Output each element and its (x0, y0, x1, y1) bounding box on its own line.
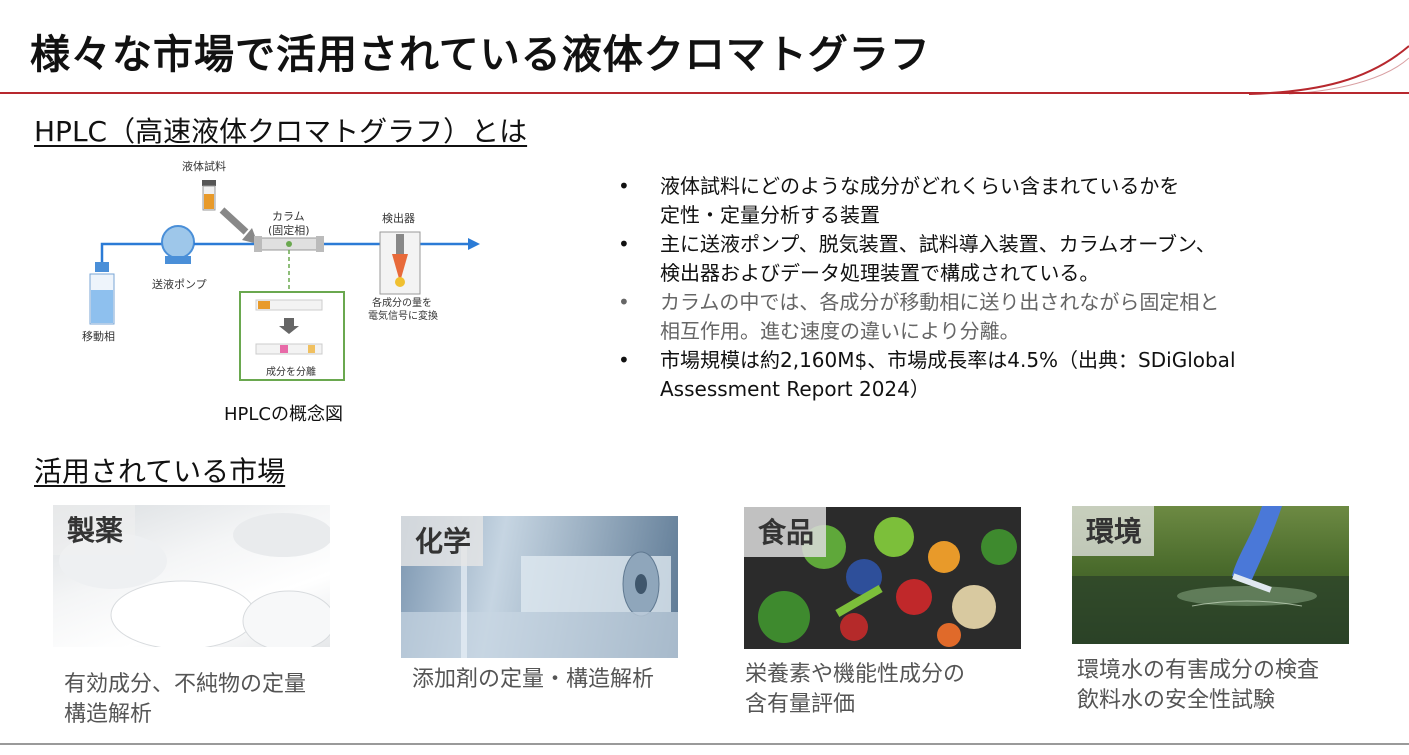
pharma-desc-line: 構造解析 (64, 702, 153, 727)
pump-icon (161, 225, 195, 264)
bullet-item: • 液体試料にどのような成分がどれくらい含まれているかを 定性・定量分析する装置 (618, 172, 1378, 230)
pharma-desc-line: 有効成分、不純物の定量 (64, 672, 307, 697)
bullet-dot-icon: • (618, 174, 630, 198)
bullet-item: • 主に送液ポンプ、脱気装置、試料導入装置、カラムオーブン、 検出器およびデータ… (618, 230, 1378, 288)
food-desc-line: 栄養素や機能性成分の (745, 662, 966, 687)
pump-label: 送液ポンプ (152, 278, 207, 291)
water-sampling-illustration (1072, 506, 1349, 644)
mobile-phase-bottle-icon (89, 262, 115, 325)
food-tag: 食品 (744, 507, 827, 557)
vegetables-illustration (758, 517, 1017, 647)
flow-arrow-icon (468, 238, 480, 250)
environment-image: 環境 (1072, 506, 1349, 644)
separation-label: 成分を分離 (266, 367, 316, 378)
markets-section-heading: 活用されている市場 (34, 455, 286, 488)
film-roll-illustration (401, 536, 678, 658)
environment-description: 環境水の有害成分の検査 飲料水の安全性試験 (1077, 656, 1319, 716)
column-sublabel: (固定相) (268, 224, 310, 237)
food-desc-line: 含有量評価 (745, 692, 856, 717)
bottom-divider (0, 743, 1409, 745)
title-swoosh-decoration (1249, 45, 1409, 95)
down-arrow-icon (279, 318, 299, 334)
environment-tag: 環境 (1072, 506, 1155, 556)
column-icon (254, 236, 324, 252)
environment-desc-line: 飲料水の安全性試験 (1077, 688, 1276, 713)
bullet-line: 検出器およびデータ処理装置で構成されている。 (660, 261, 1100, 285)
environment-desc-line: 環境水の有害成分の検査 (1077, 658, 1320, 683)
chemical-image: 化学 (401, 516, 678, 658)
pharma-tag: 製薬 (53, 505, 136, 555)
bullet-item: • カラムの中では、各成分が移動相に送り出されながら固定相と 相互作用。進む速度… (618, 288, 1378, 346)
chemical-desc-line: 添加剤の定量・構造解析 (412, 667, 655, 692)
detector-note-line1: 各成分の量を (372, 298, 432, 309)
separation-box (239, 291, 345, 381)
bullet-line: 相互作用。進む速度の違いにより分離。 (660, 319, 1020, 343)
page-title: 様々な市場で活用されている液体クロマトグラフ (30, 32, 931, 78)
bullet-dot-icon: • (618, 290, 630, 314)
mobile-phase-label: 移動相 (82, 330, 115, 343)
supply-tube (100, 242, 166, 262)
column-label: カラム (272, 210, 305, 223)
bullet-item: • 市場規模は約2,160M$、市場成長率は4.5%（出典：SDiGlobal … (618, 346, 1378, 404)
hplc-flow-graphic (89, 180, 480, 381)
injection-arrow-icon (219, 207, 258, 244)
pharma-image: 製薬 (53, 505, 330, 647)
food-image: 食品 (744, 507, 1021, 649)
sample-label: 液体試料 (182, 160, 226, 173)
hplc-diagram: 液体試料 カラム (固定相) 検出器 送液ポンプ 移動相 各成分の量を 電気信号… (70, 152, 490, 392)
bullet-line: 主に送液ポンプ、脱気装置、試料導入装置、カラムオーブン、 (660, 232, 1216, 256)
detector-label: 検出器 (382, 212, 415, 225)
food-description: 栄養素や機能性成分の 含有量評価 (745, 660, 965, 720)
bullet-line: 定性・定量分析する装置 (660, 203, 880, 227)
sample-vial-icon (202, 180, 216, 211)
bullet-line: カラムの中では、各成分が移動相に送り出されながら固定相と (660, 290, 1220, 314)
title-divider (0, 92, 1409, 94)
bullet-line: Assessment Report 2024） (660, 377, 930, 401)
hplc-section-heading: HPLC（高速液体クロマトグラフ）とは (34, 115, 528, 148)
bullet-line: 液体試料にどのような成分がどれくらい含まれているかを (660, 174, 1180, 198)
detector-icon (379, 231, 421, 295)
detector-note-line2: 電気信号に変換 (368, 311, 438, 322)
bullet-dot-icon: • (618, 348, 630, 372)
chemical-description: 添加剤の定量・構造解析 (412, 665, 654, 695)
bullet-dot-icon: • (618, 232, 630, 256)
hplc-bullet-list: • 液体試料にどのような成分がどれくらい含まれているかを 定性・定量分析する装置… (618, 172, 1378, 404)
bullet-line: 市場規模は約2,160M$、市場成長率は4.5%（出典：SDiGlobal (660, 348, 1236, 372)
diagram-caption: HPLCの概念図 (224, 404, 343, 425)
chemical-tag: 化学 (401, 516, 484, 566)
pharma-description: 有効成分、不純物の定量 構造解析 (64, 670, 306, 730)
